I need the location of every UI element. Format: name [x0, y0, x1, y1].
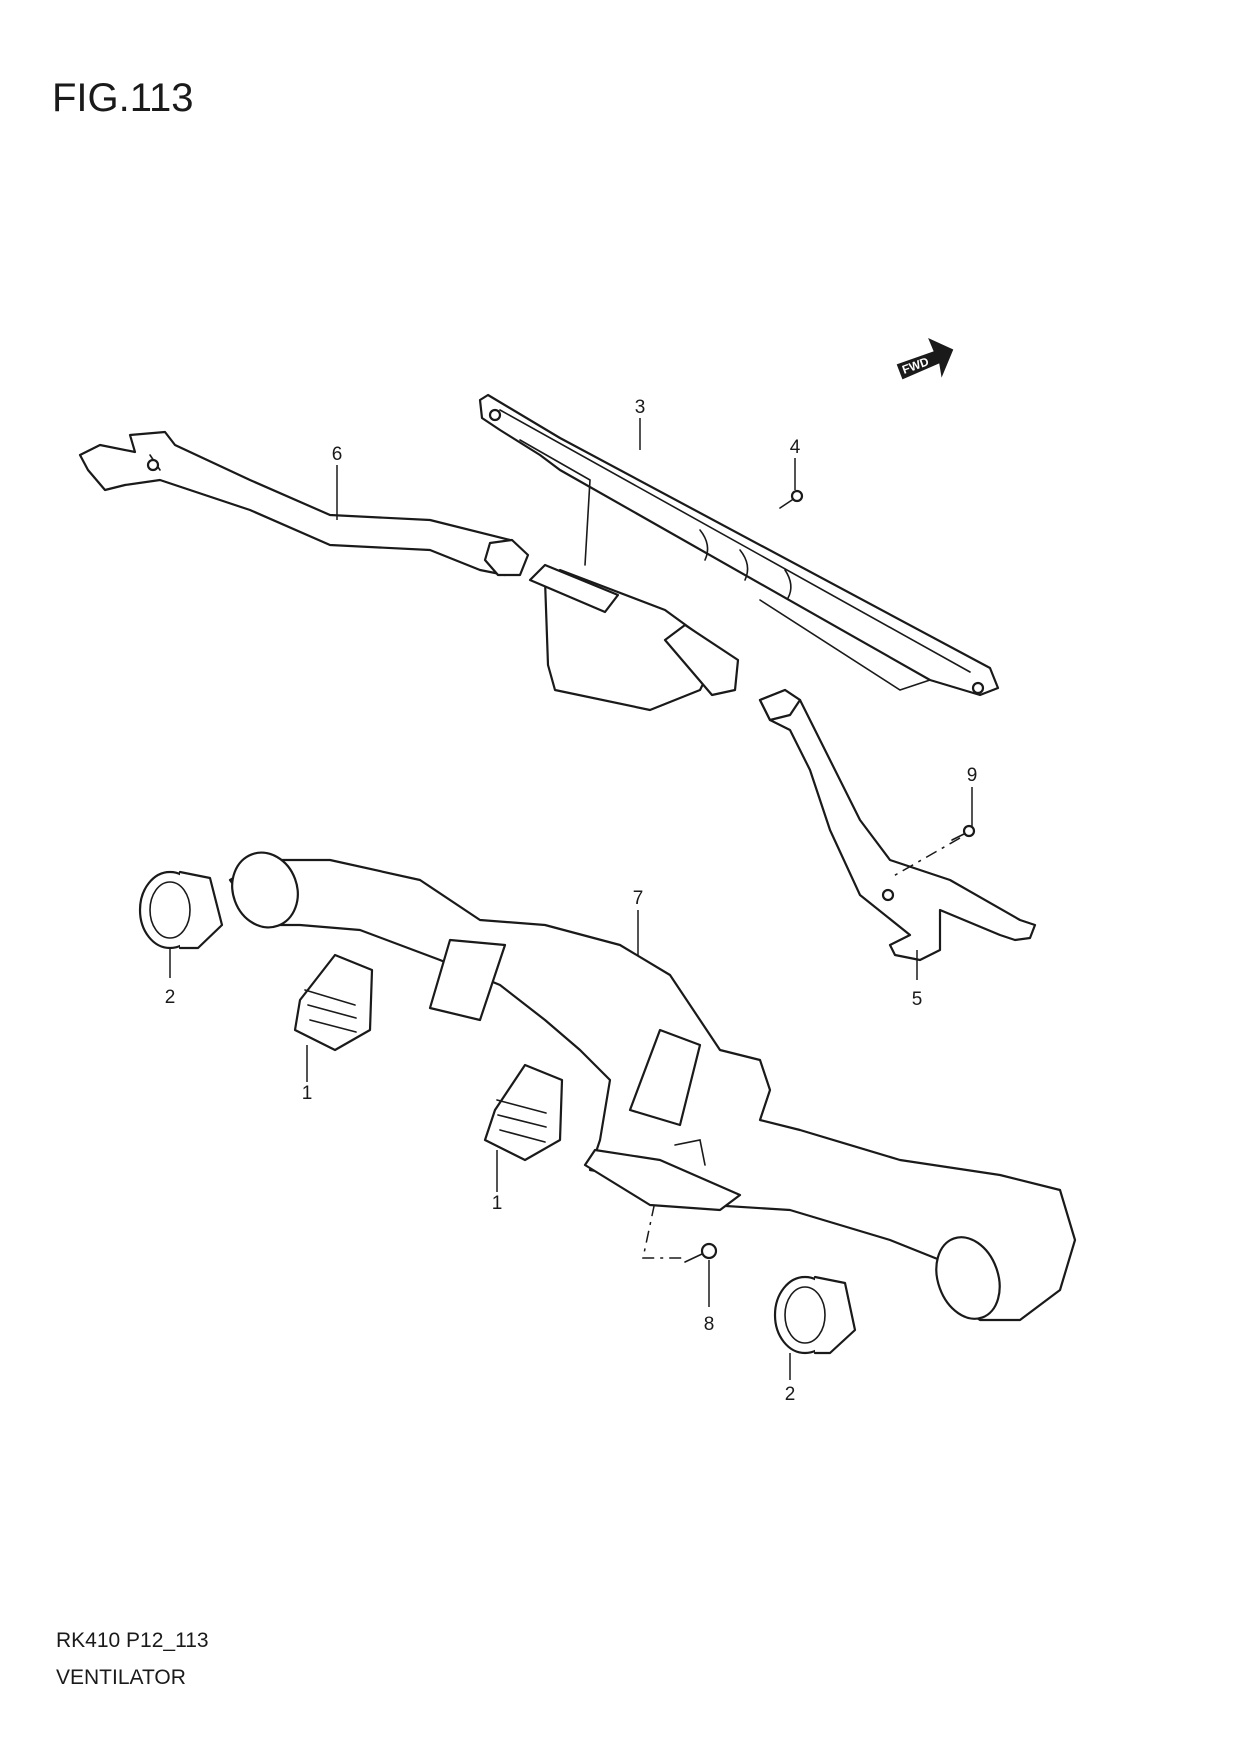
callout-3: 3 — [635, 397, 646, 418]
part-6-side-duct-left — [78, 430, 530, 577]
callout-2-right: 2 — [785, 1384, 796, 1405]
figure-code: RK410 P12_113 — [56, 1629, 209, 1652]
callout-9: 9 — [967, 765, 978, 786]
callout-1-lower: 1 — [492, 1193, 503, 1214]
callout-8: 8 — [704, 1314, 715, 1335]
part-9-screw — [889, 824, 976, 879]
part-2-round-vent-left — [138, 870, 224, 950]
callout-1-upper: 1 — [302, 1083, 313, 1104]
callout-7: 7 — [633, 888, 644, 909]
part-4-screw — [779, 489, 804, 509]
part-2-round-vent-right — [773, 1275, 857, 1355]
part-1-grille-vent-upper — [293, 953, 374, 1052]
callout-4: 4 — [790, 437, 801, 458]
part-7-center-duct — [228, 851, 1077, 1322]
callout-2-left: 2 — [165, 987, 176, 1008]
part-3-defroster-duct — [478, 393, 1000, 712]
fwd-arrow-icon: FWD — [896, 338, 954, 380]
part-5-side-duct-right — [758, 688, 1037, 962]
figure-title: FIG.113 — [52, 76, 194, 120]
part-1-grille-vent-lower — [483, 1063, 564, 1162]
callout-6: 6 — [332, 444, 343, 465]
callout-5: 5 — [912, 989, 923, 1010]
figure-name: VENTILATOR — [56, 1666, 186, 1689]
